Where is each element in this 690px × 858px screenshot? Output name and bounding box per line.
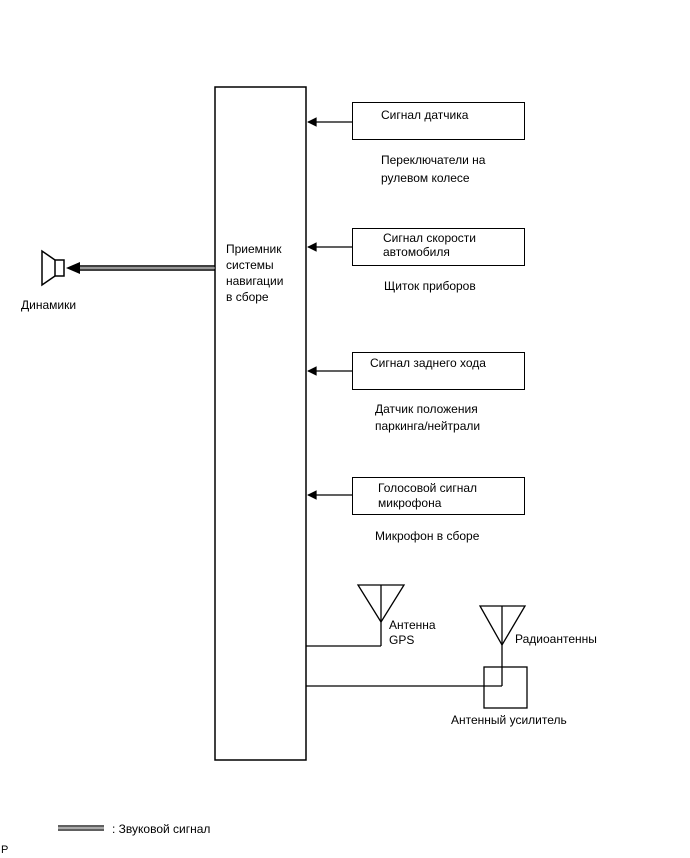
radio-antenna-icon — [478, 605, 527, 686]
source-label-line: Щиток приборов — [384, 279, 476, 293]
signal-box-microphone: Голосовой сигнал микрофона — [352, 477, 525, 515]
source-label-line: Микрофон в сборе — [375, 529, 480, 543]
receiver-label-line: в сборе — [226, 290, 269, 304]
signal-box-sensor: Сигнал датчика — [352, 102, 525, 140]
gps-antenna-label-line: GPS — [389, 633, 415, 647]
source-label-line: Переключатели на — [381, 153, 486, 167]
source-label-line: Датчик положения — [375, 402, 478, 416]
signal-box-vehicle-speed: Сигнал скорости автомобиля — [352, 228, 525, 266]
receiver-label-line: Приемник — [226, 242, 282, 256]
source-label-instrument-cluster: Щиток приборов — [384, 278, 476, 294]
input-arrows — [307, 117, 352, 500]
gps-antenna-icon — [306, 584, 406, 647]
legend-label: : Звуковой сигнал — [112, 822, 211, 836]
signal-box-reverse: Сигнал заднего хода — [352, 352, 525, 390]
signal-box-label: Сигнал заднего хода — [370, 356, 486, 370]
receiver-label: Приемник системы навигации в сборе — [226, 241, 283, 305]
antenna-amplifier-box — [483, 666, 528, 709]
signal-box-label: Сигнал датчика — [381, 108, 469, 122]
receiver-label-line: системы — [226, 258, 274, 272]
source-label-steering-switches: Переключатели на рулевом колесе — [381, 151, 485, 187]
signal-box-label: автомобиля — [383, 245, 450, 259]
speaker-icon — [41, 249, 65, 287]
antenna-amplifier-label: Антенный усилитель — [451, 713, 567, 727]
corner-mark: P — [1, 844, 9, 856]
source-label-line: паркинга/нейтрали — [375, 419, 481, 433]
audio-signal-line — [66, 262, 215, 274]
signal-box-label: Сигнал скорости — [383, 231, 476, 245]
source-label-microphone-assembly: Микрофон в сборе — [375, 528, 479, 544]
signal-box-label: микрофона — [378, 496, 442, 510]
speaker-label: Динамики — [21, 298, 77, 312]
signal-box-label: Голосовой сигнал — [378, 481, 478, 495]
radio-antenna-label: Радиоантенны — [515, 632, 597, 646]
legend-swatch — [58, 825, 104, 831]
source-label-line: рулевом колесе — [381, 171, 470, 185]
source-label-park-neutral-sensor: Датчик положения паркинга/нейтрали — [375, 401, 480, 435]
receiver-label-line: навигации — [226, 274, 284, 288]
gps-antenna-label-line: Антенна — [389, 618, 436, 632]
receiver-box — [214, 86, 307, 761]
gps-antenna-label: Антенна GPS — [389, 618, 436, 648]
